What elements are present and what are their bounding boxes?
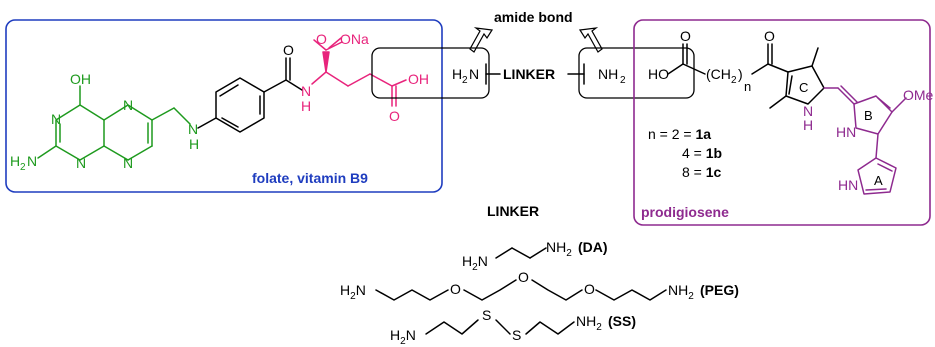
- ring-c-n: N: [803, 103, 813, 119]
- ch2-close: ): [738, 66, 743, 82]
- glutamate-labels: N H O ONa OH O: [301, 31, 429, 124]
- ring-c-h: H: [803, 117, 813, 133]
- pterin-n1: N: [51, 111, 61, 127]
- svg-text:H2N: H2N: [462, 253, 488, 273]
- glutamate-moiety: [311, 37, 407, 107]
- right-amide-box: [578, 47, 695, 99]
- amide-bond-label: amide bond: [494, 9, 573, 25]
- linker-left-sub: 2: [462, 75, 468, 86]
- left-amide-box: [371, 47, 490, 99]
- svg-text:(DA): (DA): [578, 239, 608, 255]
- svg-text:H2N: H2N: [340, 282, 366, 302]
- linker-da: H2N NH2 (DA): [462, 239, 608, 273]
- svg-text:S: S: [512, 327, 521, 343]
- pterin-n5: N: [123, 97, 133, 113]
- pyrrole-ring-b: [837, 85, 907, 159]
- linker-left-n: N: [469, 66, 479, 82]
- ring-a-label: A: [874, 173, 883, 188]
- variant-list: n = 2 = 1a 4 = 1b 8 = 1c: [648, 126, 722, 180]
- svg-text:NH2: NH2: [668, 282, 694, 302]
- pyrrole-ring-a: [857, 157, 897, 195]
- amine-h: H: [189, 136, 199, 152]
- ring-b-label: B: [864, 108, 873, 123]
- linker-right-sub: 2: [620, 75, 626, 86]
- pterin-moiety: [37, 85, 191, 161]
- pyrrole-ring-c: [769, 47, 825, 109]
- svg-text:S: S: [482, 307, 491, 323]
- linker-left-h: H: [452, 66, 462, 82]
- folate-box-label: folate, vitamin B9: [252, 170, 368, 186]
- ch2-sub: 2: [731, 75, 737, 86]
- prodigiosene-o-acid: O: [680, 28, 691, 44]
- prodigiosene-acid-chain: [667, 43, 789, 75]
- pterin-n3: N: [76, 155, 86, 171]
- pterin-n8: N: [123, 155, 133, 171]
- pterin-nh2-n: N: [27, 153, 37, 169]
- prodigiosene-o-ketone: O: [764, 28, 775, 44]
- linker-center-bonds: [485, 63, 585, 85]
- folate-box: [5, 19, 443, 193]
- pterin-labels: OH N N N N H 2 N: [10, 71, 133, 173]
- linker-center-label: LINKER: [503, 66, 555, 82]
- glu-acid-oh: OH: [408, 71, 429, 87]
- amide-arrow-left: [469, 27, 494, 53]
- aminobenzoyl-moiety: [197, 57, 303, 133]
- glu-coona-ona: ONa: [340, 31, 369, 47]
- amide-arrow-right: [578, 27, 603, 53]
- prodigiosene-box-label: prodigiosene: [641, 204, 729, 220]
- ch2-n: n: [744, 79, 751, 94]
- variant-1c: 8 = 1c: [682, 164, 722, 180]
- linker-ss: H2N S S NH2 (SS): [390, 307, 636, 347]
- pterin-nh2-h: H: [10, 153, 20, 169]
- variant-1a: n = 2 = 1a: [648, 126, 711, 142]
- variant-1b: 4 = 1b: [682, 145, 722, 161]
- ring-b-hn: HN: [836, 124, 856, 140]
- amine-n: N: [188, 121, 198, 137]
- ch2-open: (CH: [706, 66, 731, 82]
- linker-title: LINKER: [487, 203, 539, 219]
- glu-acid-o: O: [389, 108, 400, 124]
- ring-a-hn: HN: [838, 177, 858, 193]
- svg-text:O: O: [584, 281, 595, 297]
- pterin-oh: OH: [70, 71, 91, 87]
- prodigiosene-ho: HO: [648, 66, 669, 82]
- svg-text:H2N: H2N: [390, 327, 416, 347]
- svg-text:NH2: NH2: [546, 239, 572, 259]
- ome-label: OMe: [903, 87, 934, 103]
- pterin-nh2-sub: 2: [20, 162, 26, 173]
- svg-text:(SS): (SS): [608, 313, 636, 329]
- aminobenzoyl-labels: N H: [188, 121, 199, 152]
- glu-amide-h: H: [301, 98, 311, 114]
- prodigiosene-box: [633, 19, 931, 226]
- ring-c-label: C: [799, 80, 808, 95]
- svg-text:NH2: NH2: [576, 313, 602, 333]
- linker-peg: H2N O O O NH2 (PEG): [340, 269, 739, 302]
- linker-right-nh: NH: [598, 66, 618, 82]
- svg-text:O: O: [518, 269, 529, 285]
- svg-text:O: O: [450, 281, 461, 297]
- glu-amide-n: N: [301, 83, 311, 99]
- benzoyl-o: O: [283, 42, 294, 58]
- svg-text:(PEG): (PEG): [700, 282, 739, 298]
- glu-coona-o: O: [316, 31, 327, 47]
